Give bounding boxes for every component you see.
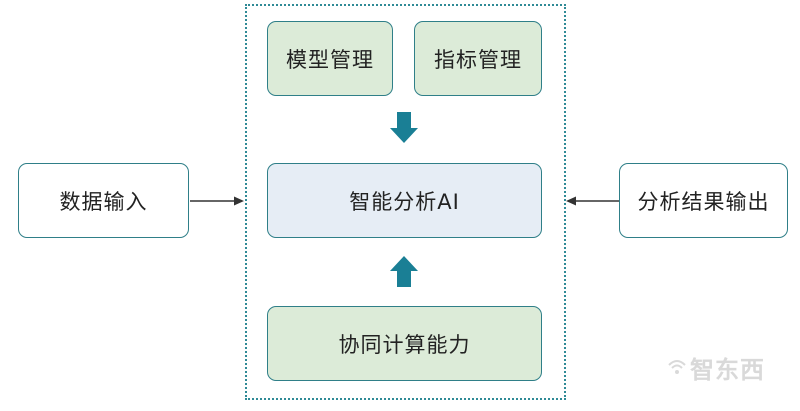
metric-management-label: 指标管理 bbox=[434, 47, 522, 72]
result-output-label: 分析结果输出 bbox=[637, 189, 770, 214]
collaborative-computing-label: 协同计算能力 bbox=[338, 332, 471, 357]
output-connector-head bbox=[566, 196, 576, 206]
data-input-label: 数据输入 bbox=[59, 189, 148, 214]
model-management-node: 模型管理 bbox=[267, 21, 393, 96]
smart-analysis-ai-label: 智能分析AI bbox=[349, 189, 460, 214]
data-input-node: 数据输入 bbox=[18, 163, 189, 238]
smart-analysis-ai-node: 智能分析AI bbox=[267, 163, 542, 238]
watermark-text: 智东西 bbox=[690, 356, 765, 384]
input-connector-head bbox=[234, 196, 244, 206]
result-output-node: 分析结果输出 bbox=[619, 163, 788, 238]
platform-container bbox=[245, 4, 566, 400]
wifi-icon bbox=[668, 360, 686, 374]
collaborative-computing-node: 协同计算能力 bbox=[267, 306, 542, 381]
metric-management-node: 指标管理 bbox=[414, 21, 542, 96]
model-management-label: 模型管理 bbox=[286, 47, 374, 72]
